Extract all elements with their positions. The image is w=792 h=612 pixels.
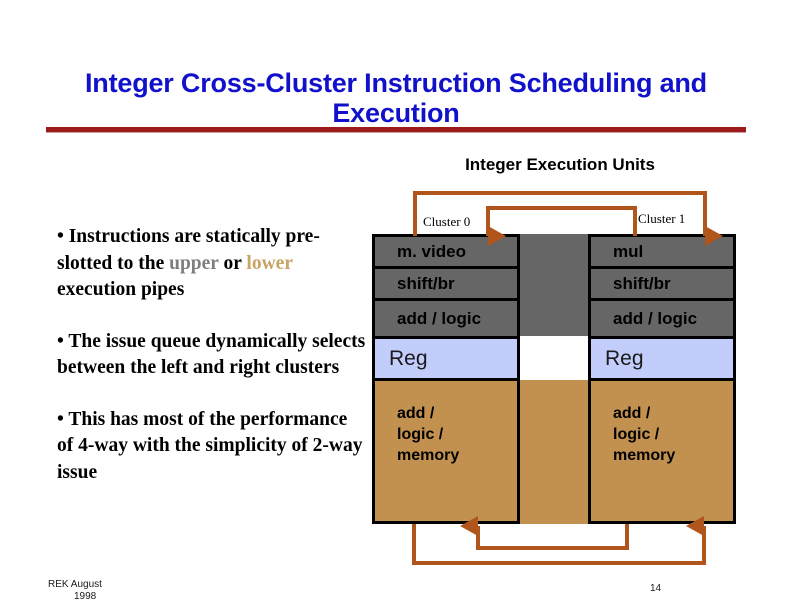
bullet-text-run: • The issue queue dynamically selects be…: [57, 330, 366, 379]
cluster-0-pipe-addlogic[interactable]: add / logic: [375, 301, 517, 339]
bullet-text-run: • Instructions are statically pre-slotte…: [57, 226, 320, 274]
cluster-1-label: Cluster 1: [638, 211, 686, 226]
bullet-issue-queue: • The issue queue dynamically selects be…: [57, 329, 367, 382]
lower-pipe-line: add /: [397, 405, 435, 422]
bullet-text-run: upper: [169, 252, 219, 274]
lower-pipe-line: memory: [613, 447, 676, 464]
wire-top-right-to-left: [486, 206, 637, 246]
cluster-0-pipe-shiftbr[interactable]: shift/br: [375, 269, 517, 301]
lower-pipe-line: logic /: [397, 426, 444, 443]
page-title: Integer Cross-Cluster Instruction Schedu…: [85, 68, 707, 128]
cluster-0-label: Cluster 0: [423, 214, 471, 229]
bullet-performance: • This has most of the performance of 4-…: [57, 407, 367, 487]
cluster-1-lower-pipe[interactable]: add / logic / memory: [591, 381, 733, 521]
cluster-0-pipe-mvideo[interactable]: m. video: [375, 237, 517, 269]
cluster-0-lower-pipe[interactable]: add / logic / memory: [375, 381, 517, 521]
wire-bottom-left-to-right: [412, 516, 706, 565]
bullet-text-run: execution pipes: [57, 279, 185, 300]
cluster-0-column[interactable]: m. video shift/br add / logic Reg add / l…: [372, 234, 520, 524]
bullet-text-run: • This has most of the performance of 4-…: [57, 408, 363, 483]
diagram-heading: Integer Execution Units: [465, 155, 655, 174]
footer-credit-line2: 1998: [74, 591, 97, 602]
bullet-static-preslot: • Instructions are statically pre-slotte…: [57, 224, 367, 304]
cluster-1-pipe-shiftbr[interactable]: shift/br: [591, 269, 733, 301]
lower-pipe-line: logic /: [613, 426, 660, 443]
page-number: 14: [650, 583, 662, 594]
middle-column-upper-fill: [520, 234, 588, 336]
cluster-1-register-file[interactable]: Reg: [591, 339, 733, 381]
middle-column-gap: [520, 336, 588, 380]
lower-pipe-line: memory: [397, 447, 460, 464]
bullet-list: • Instructions are statically pre-slotte…: [57, 224, 367, 486]
bullet-text-run: lower: [246, 252, 293, 274]
cluster-0-register-file[interactable]: Reg: [375, 339, 517, 381]
wire-bottom-right-to-left: [460, 516, 629, 550]
cluster-1-pipe-addlogic[interactable]: add / logic: [591, 301, 733, 339]
cluster-1-column[interactable]: mul shift/br add / logic Reg add / logic …: [588, 234, 736, 524]
title-divider: [46, 127, 746, 133]
footer-credit: REK August 1998: [48, 579, 102, 603]
bullet-text-run: or: [218, 252, 247, 274]
middle-column-lower-fill: [520, 380, 588, 524]
lower-pipe-line: add /: [613, 405, 651, 422]
cluster-1-pipe-mul[interactable]: mul: [591, 237, 733, 269]
footer-credit-line1: REK August: [48, 579, 102, 590]
